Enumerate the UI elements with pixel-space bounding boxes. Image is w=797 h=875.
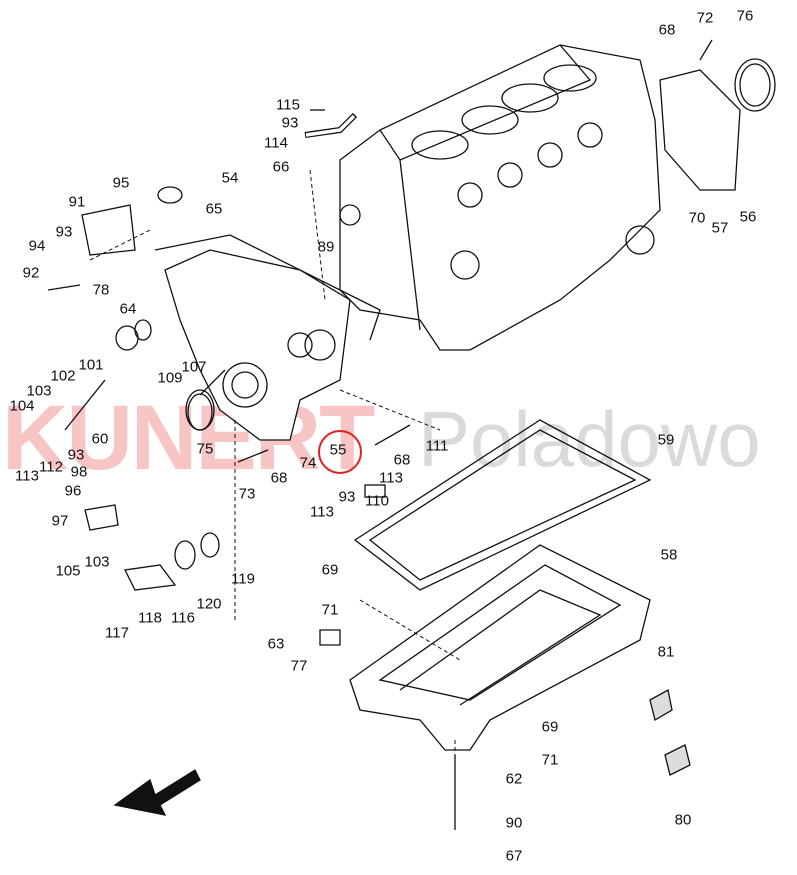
part-label[interactable]: 103 [26, 382, 52, 400]
part-label[interactable]: 101 [78, 356, 104, 374]
part-label[interactable]: 66 [272, 158, 290, 176]
part-label[interactable]: 80 [674, 811, 692, 829]
part-label[interactable]: 96 [64, 482, 82, 500]
part-label[interactable]: 93 [281, 114, 299, 132]
leader-lines [89, 169, 461, 760]
part-label[interactable]: 98 [70, 463, 88, 481]
part-label[interactable]: 104 [9, 397, 35, 415]
part-label[interactable]: 95 [112, 174, 130, 192]
part-label[interactable]: 81 [657, 643, 675, 661]
part-label[interactable]: 78 [92, 281, 110, 299]
part-label[interactable]: 93 [55, 223, 73, 241]
part-label[interactable]: 105 [55, 562, 81, 580]
part-label[interactable]: 120 [196, 595, 222, 613]
part-label[interactable]: 71 [321, 601, 339, 619]
bolts [47, 109, 456, 830]
part-label[interactable]: 113 [379, 469, 403, 487]
part-label[interactable]: 112 [39, 458, 63, 476]
part-label[interactable]: 72 [696, 9, 714, 27]
front-direction-arrow [113, 769, 201, 816]
engine-block [339, 44, 661, 351]
part-label[interactable]: 62 [505, 770, 523, 788]
part-label[interactable]: 102 [50, 367, 76, 385]
part-label[interactable]: 68 [393, 451, 411, 469]
part-label[interactable]: 64 [119, 300, 137, 318]
part-label[interactable]: 107 [181, 358, 207, 376]
part-label[interactable]: 113 [15, 467, 39, 485]
part-label[interactable]: 74 [299, 454, 317, 472]
oil-pan [349, 544, 651, 751]
part-label[interactable]: 89 [317, 238, 335, 256]
part-label[interactable]: 117 [105, 624, 129, 642]
part-label-highlighted[interactable]: 55 [329, 441, 347, 459]
part-label[interactable]: 114 [264, 134, 288, 152]
part-label[interactable]: 68 [658, 21, 676, 39]
part-label[interactable]: 94 [28, 237, 46, 255]
part-label[interactable]: 109 [157, 369, 183, 387]
part-label[interactable]: 93 [67, 446, 85, 464]
part-label[interactable]: 73 [238, 485, 256, 503]
part-label[interactable]: 69 [541, 718, 559, 736]
part-label[interactable]: 103 [84, 553, 110, 571]
part-label[interactable]: 59 [657, 431, 675, 449]
timing-cover [154, 234, 381, 441]
part-label[interactable]: 58 [660, 546, 678, 564]
part-label[interactable]: 93 [338, 488, 356, 506]
part-label[interactable]: 70 [688, 209, 706, 227]
part-label[interactable]: 76 [736, 7, 754, 25]
part-label[interactable]: 90 [505, 814, 523, 832]
part-label[interactable]: 118 [138, 609, 162, 627]
part-label[interactable]: 75 [196, 440, 214, 458]
misc-parts [81, 186, 691, 776]
part-label[interactable]: 67 [505, 847, 523, 865]
part-label[interactable]: 65 [205, 200, 223, 218]
part-label[interactable]: 111 [425, 437, 449, 455]
part-label[interactable]: 63 [267, 635, 285, 653]
part-label[interactable]: 56 [739, 208, 757, 226]
rear-cover [659, 39, 776, 191]
part-label[interactable]: 91 [68, 193, 86, 211]
part-label[interactable]: 110 [365, 492, 389, 510]
part-label[interactable]: 57 [711, 219, 729, 237]
part-label[interactable]: 119 [231, 570, 255, 588]
oil-pan-gasket [353, 419, 652, 591]
highlight-circle-55 [318, 430, 362, 474]
part-label[interactable]: 116 [171, 609, 195, 627]
part-label[interactable]: 60 [91, 430, 109, 448]
part-label[interactable]: 69 [321, 561, 339, 579]
part-label[interactable]: 77 [290, 657, 308, 675]
part-label[interactable]: 68 [270, 469, 288, 487]
part-label[interactable]: 115 [276, 96, 300, 114]
part-label[interactable]: 71 [541, 751, 559, 769]
part-label[interactable]: 113 [310, 503, 334, 521]
part-label[interactable]: 92 [22, 264, 40, 282]
part-label[interactable]: 54 [221, 169, 239, 187]
part-label[interactable]: 97 [51, 512, 69, 530]
